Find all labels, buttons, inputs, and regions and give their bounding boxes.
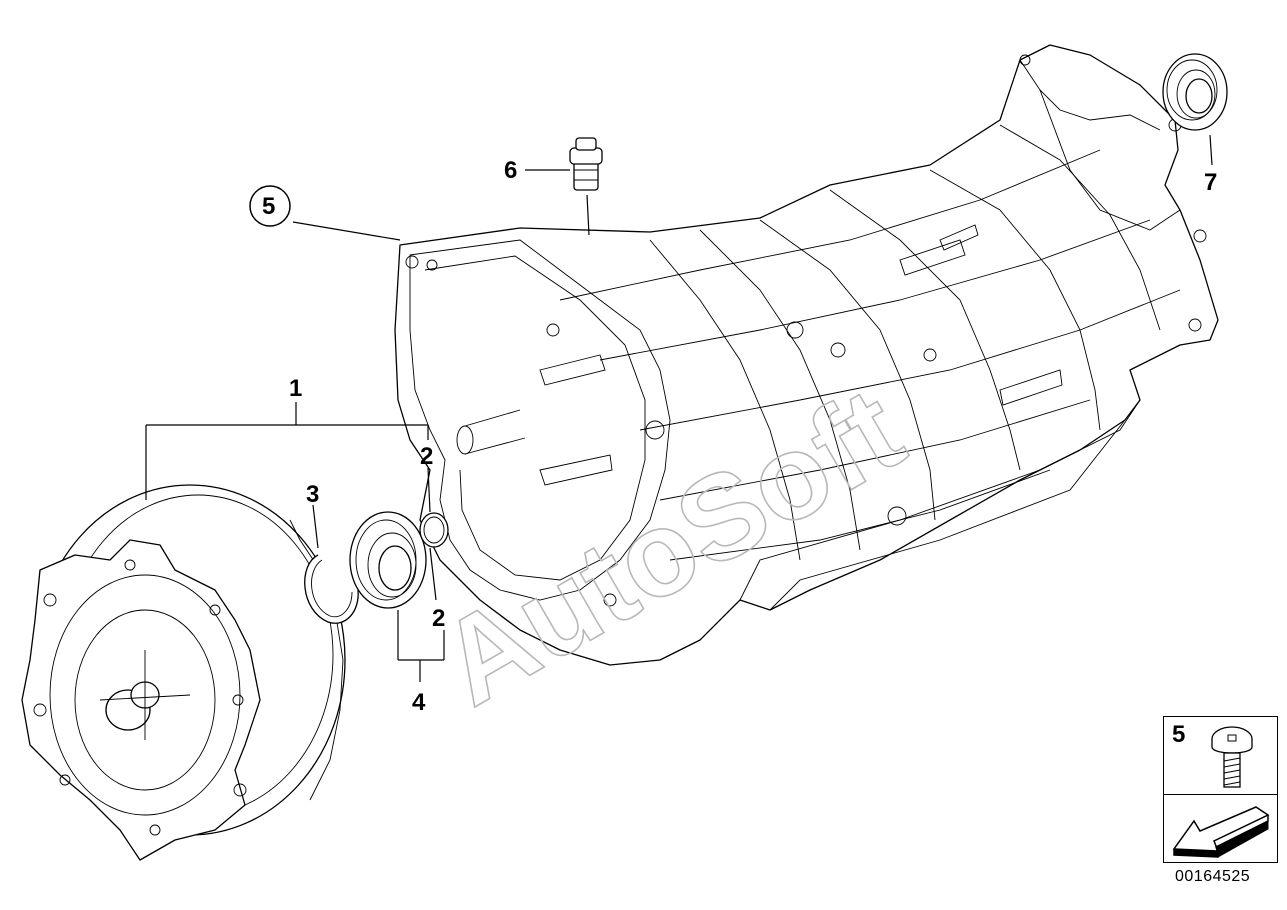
shaft-seal[interactable] [349,511,427,609]
callout-4: 4 [412,689,426,716]
torque-converter[interactable] [21,484,346,861]
legend-part-number: 5 [1172,721,1186,748]
snap-ring[interactable] [304,554,359,624]
callout-2-upper: 2 [420,443,433,470]
o-ring[interactable] [419,512,449,548]
transmission-housing[interactable] [394,44,1219,666]
legend-divider [1164,794,1277,795]
breather-plug[interactable] [569,137,603,191]
drawing-id: 00164525 [1175,868,1251,885]
callout-5: 5 [262,193,275,220]
callout-3: 3 [306,481,319,508]
callout-6: 6 [504,157,517,184]
callout-5-circle: 5 [249,185,291,227]
bolt-icon [1211,726,1253,788]
callout-2-lower: 2 [432,605,445,632]
callout-1: 1 [289,375,302,402]
callout-7: 7 [1204,169,1217,196]
leader-lines [145,134,1213,682]
legend-box: 5 [1163,716,1278,863]
output-seal[interactable] [1162,53,1228,131]
arrow-icon [1172,806,1270,858]
